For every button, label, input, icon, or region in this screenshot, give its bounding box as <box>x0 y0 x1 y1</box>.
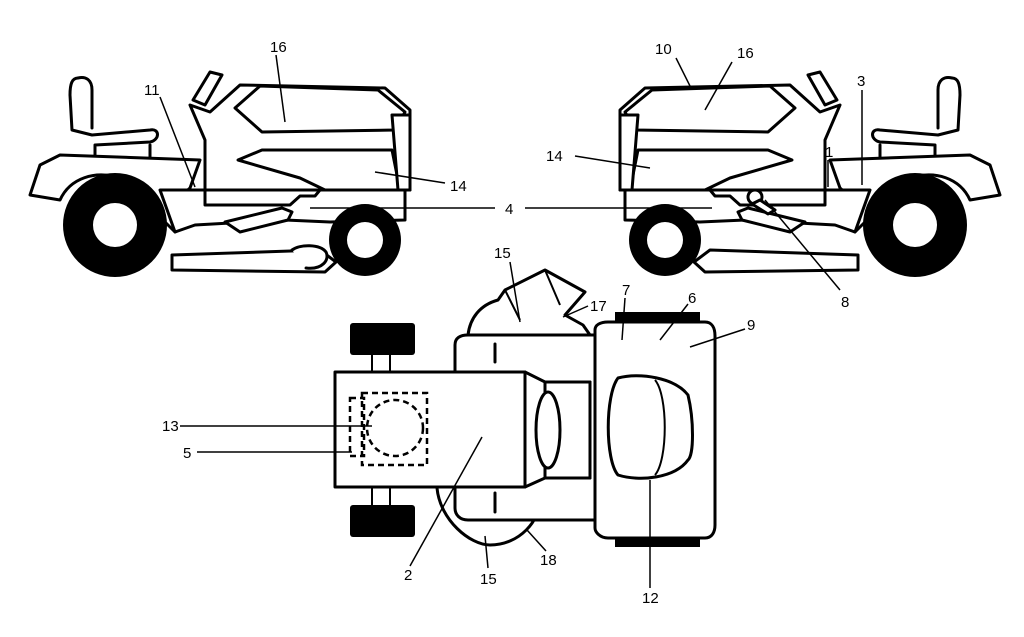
callout-16-right: 16 <box>737 45 754 62</box>
top-view-tractor <box>333 268 717 547</box>
left-front-wheel <box>329 204 401 276</box>
callout-13: 13 <box>162 418 179 435</box>
left-rear-wheel <box>63 173 167 277</box>
callout-14-left: 14 <box>450 178 467 195</box>
callout-2: 2 <box>404 567 412 584</box>
fuel-cap-dashed <box>365 398 425 458</box>
callout-4: 4 <box>505 201 513 218</box>
fuel-area-dashed <box>360 391 429 467</box>
callout-9: 9 <box>747 317 755 334</box>
top-rear-tire-lower <box>350 505 415 537</box>
callout-7: 7 <box>622 282 630 299</box>
callout-16-left: 16 <box>270 39 287 56</box>
callout-6: 6 <box>688 290 696 307</box>
callout-18: 18 <box>540 552 557 569</box>
callout-14-right: 14 <box>546 148 563 165</box>
callout-1: 1 <box>825 144 833 161</box>
callout-8: 8 <box>841 294 849 311</box>
callout-11: 11 <box>144 82 160 99</box>
callout-15-bottom: 15 <box>480 571 497 588</box>
top-rear-tire-upper <box>350 323 415 355</box>
callout-3: 3 <box>857 73 865 90</box>
callout-10: 10 <box>655 41 672 58</box>
callout-labels: 16 11 14 4 10 16 14 3 1 8 15 17 7 6 9 13… <box>144 39 865 607</box>
callout-17: 17 <box>590 298 607 315</box>
callout-12: 12 <box>642 590 659 607</box>
callout-5: 5 <box>183 445 191 462</box>
callout-15-top: 15 <box>494 245 511 262</box>
right-side-view-tractor <box>618 70 1002 277</box>
leader-lines <box>159 54 863 588</box>
left-side-view-tractor <box>28 70 412 277</box>
